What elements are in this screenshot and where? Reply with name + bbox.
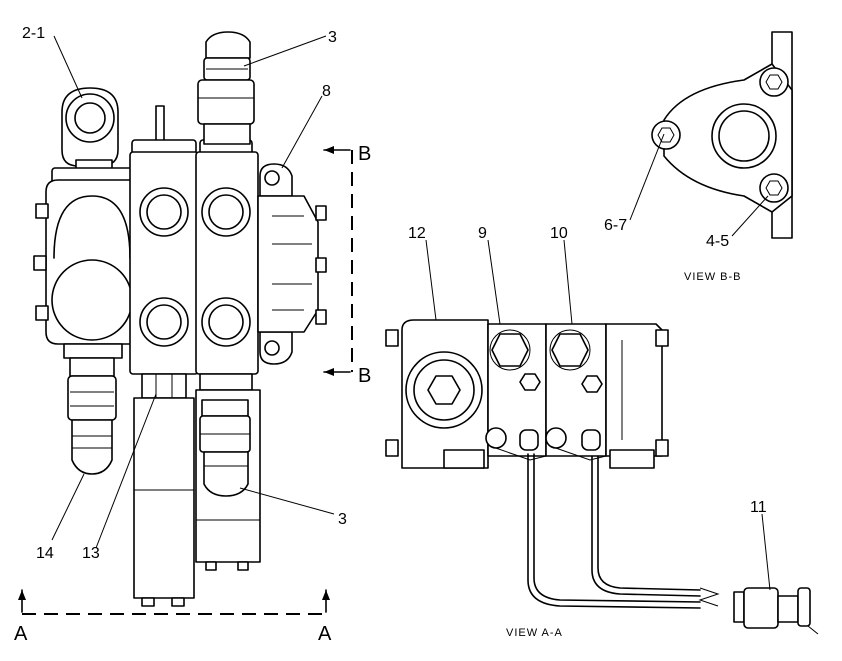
valve-section-left — [129, 139, 199, 607]
callout-12: 12 — [408, 225, 426, 242]
callout-8: 8 — [322, 83, 331, 100]
section-line-b: B B — [323, 143, 371, 387]
inlet-body — [33, 167, 135, 359]
valve-stack-front-view — [33, 31, 327, 607]
callout-9: 9 — [478, 225, 487, 242]
fitting-bottom-right — [199, 399, 251, 497]
callout-2-1: 2-1 — [22, 25, 45, 42]
callout-11: 11 — [750, 499, 767, 516]
callout-14: 14 — [36, 545, 54, 562]
section-line-a: A A — [14, 589, 332, 645]
section-marker-b-top: B — [358, 143, 371, 165]
view-b-b-flange: VIEW B-B — [651, 31, 793, 283]
callout-4-5: 4-5 — [706, 233, 729, 250]
view-a-caption: VIEW A-A — [506, 627, 563, 639]
view-b-caption: VIEW B-B — [684, 271, 742, 283]
leader-lines — [51, 35, 771, 591]
callout-3-top: 3 — [328, 29, 337, 46]
view-a-a-valve: VIEW A-A — [385, 319, 819, 639]
section-marker-b-bottom: B — [358, 365, 371, 387]
section-marker-a-right: A — [318, 623, 332, 645]
callout-3-bottom: 3 — [338, 511, 347, 528]
elbow-fitting — [61, 87, 119, 173]
valve-section-right — [195, 139, 261, 571]
callout-labels: 2-1 3 8 3 14 13 12 9 10 11 6-7 4-5 — [22, 25, 767, 562]
section-marker-a-left: A — [14, 623, 28, 645]
callout-13: 13 — [82, 545, 100, 562]
control-pin — [155, 105, 165, 143]
fitting-bottom-left — [67, 357, 117, 475]
callout-6-7: 6-7 — [604, 217, 627, 234]
fitting-top — [197, 31, 255, 145]
callout-10: 10 — [550, 225, 568, 242]
outlet-end-cover — [257, 163, 327, 365]
